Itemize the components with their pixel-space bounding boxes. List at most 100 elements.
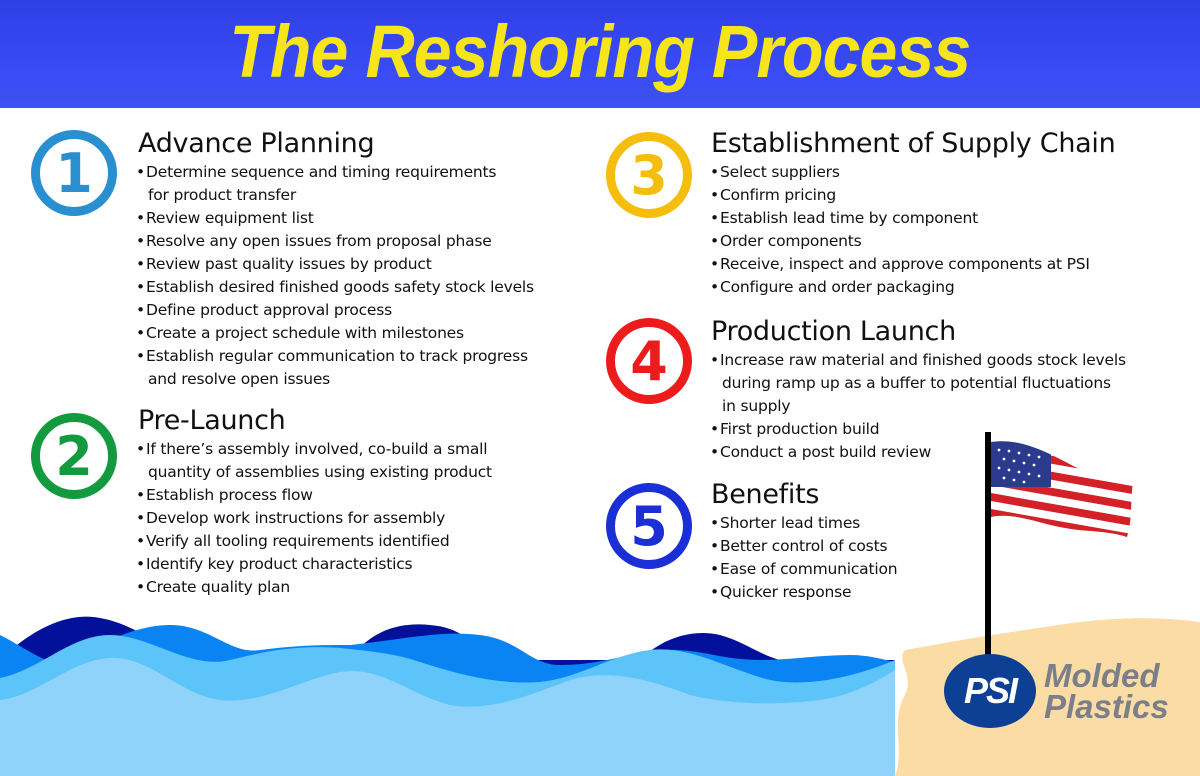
bullet-item: •Establish process flow [136, 484, 492, 507]
section-title: Establishment of Supply Chain [711, 128, 1116, 159]
bullet-text: Increase raw material and finished goods… [720, 351, 1126, 369]
bullet-item: •Establish lead time by component [710, 207, 1090, 230]
number-4-badge-icon: 4 [606, 318, 692, 404]
bullet-text: Order components [720, 232, 862, 250]
bullet-item: •Determine sequence and timing requireme… [136, 161, 534, 207]
bullet-text: Quicker response [720, 583, 852, 601]
bullet-text: Establish lead time by component [720, 209, 979, 227]
bullet-dot: • [136, 209, 145, 227]
bullet-text: Establish desired finished goods safety … [146, 278, 534, 296]
bullet-item: •If there’s assembly involved, co-build … [136, 438, 492, 484]
bullet-dot: • [710, 420, 719, 438]
psi-molded-plastics-logo: PSI Molded Plastics [944, 654, 1169, 728]
number-1-badge-icon: 1 [31, 130, 117, 216]
bullet-dot: • [136, 578, 145, 596]
bullet-list: •Increase raw material and finished good… [710, 349, 1126, 464]
header-banner: The Reshoring Process [0, 0, 1200, 108]
bullet-item: •Review equipment list [136, 207, 534, 230]
bullet-list: •Shorter lead times•Better control of co… [710, 512, 898, 604]
bullet-text: Conduct a post build review [720, 443, 932, 461]
bullet-item: •Identify key product characteristics [136, 553, 492, 576]
section-title: Production Launch [711, 316, 956, 347]
bullet-dot: • [710, 560, 719, 578]
bullet-dot: • [136, 486, 145, 504]
bullet-item: •Confirm pricing [710, 184, 1090, 207]
bullet-dot: • [136, 555, 145, 573]
bullet-dot: • [710, 186, 719, 204]
bullet-text: Establish regular communication to track… [146, 347, 528, 365]
psi-logo-badge: PSI [944, 654, 1036, 728]
bullet-item: •Define product approval process [136, 299, 534, 322]
bullet-dot: • [710, 255, 719, 273]
bullet-text: Select suppliers [720, 163, 840, 181]
bullet-text: Develop work instructions for assembly [146, 509, 446, 527]
bullet-dot: • [136, 232, 145, 250]
bullet-dot: • [136, 255, 145, 273]
bullet-text: Receive, inspect and approve components … [720, 255, 1090, 273]
bullet-dot: • [710, 278, 719, 296]
bullet-item: •Conduct a post build review [710, 441, 1126, 464]
bullet-item: •Resolve any open issues from proposal p… [136, 230, 534, 253]
bullet-dot: • [710, 163, 719, 181]
section-title: Advance Planning [138, 128, 375, 159]
bullet-item: •Quicker response [710, 581, 897, 604]
bullet-text: Configure and order packaging [720, 278, 955, 296]
bullet-dot: • [136, 301, 145, 319]
bullet-item: •Select suppliers [710, 161, 1090, 184]
number-5-badge-icon: 5 [606, 483, 692, 569]
bullet-text: Resolve any open issues from proposal ph… [146, 232, 492, 250]
logo-wordmark: Molded Plastics [1044, 657, 1169, 725]
bullet-dot: • [710, 583, 719, 601]
bullet-item: •Create a project schedule with mileston… [136, 322, 534, 345]
bullet-item: •Better control of costs [710, 535, 897, 558]
bullet-text: Create a project schedule with milestone… [146, 324, 464, 342]
bullet-dot: • [710, 351, 719, 369]
bullet-text: Verify all tooling requirements identifi… [146, 532, 450, 550]
bullet-text: Ease of communication [720, 560, 898, 578]
bullet-text-continued: for product transfer [148, 186, 296, 204]
bullet-dot: • [710, 209, 719, 227]
logo-line-2: Plastics [1044, 688, 1169, 725]
bullet-item: •Create quality plan [136, 576, 492, 599]
logo-line-1: Molded [1044, 657, 1160, 694]
bullet-item: •Develop work instructions for assembly [136, 507, 492, 530]
bullet-item: •Shorter lead times [710, 512, 897, 535]
bullet-text: Review past quality issues by product [146, 255, 432, 273]
bullet-item: •Establish regular communication to trac… [136, 345, 534, 391]
bullet-text: If there’s assembly involved, co-build a… [146, 440, 488, 458]
bullet-item: •Increase raw material and finished good… [710, 349, 1126, 418]
bullet-item: •Ease of communication [710, 558, 898, 581]
bullet-dot: • [136, 532, 145, 550]
bullet-text: First production build [720, 420, 880, 438]
bullet-text: Determine sequence and timing requiremen… [146, 163, 497, 181]
bullet-text: Confirm pricing [720, 186, 837, 204]
bullet-dot: • [136, 440, 145, 458]
page-title: The Reshoring Process [229, 9, 971, 93]
bullet-list: •If there’s assembly involved, co-build … [136, 438, 492, 599]
bullet-dot: • [136, 347, 145, 365]
section-title: Pre-Launch [138, 405, 286, 436]
bullet-item: •Establish desired finished goods safety… [136, 276, 534, 299]
bullet-item: •Configure and order packaging [710, 276, 1090, 299]
bullet-text: Shorter lead times [720, 514, 861, 532]
bullet-text: Identify key product characteristics [146, 555, 413, 573]
bullet-item: •Review past quality issues by product [136, 253, 534, 276]
bullet-dot: • [136, 324, 145, 342]
bullet-dot: • [136, 278, 145, 296]
bullet-dot: • [136, 509, 145, 527]
bullet-item: •Verify all tooling requirements identif… [136, 530, 492, 553]
section-title: Benefits [711, 479, 820, 510]
us-flag-icon [985, 432, 1135, 668]
bullet-text-continued: quantity of assemblies using existing pr… [148, 463, 492, 481]
bullet-text: Review equipment list [146, 209, 314, 227]
bullet-dot: • [710, 537, 719, 555]
bullet-text-continued: in supply [722, 397, 791, 415]
bullet-text-continued: during ramp up as a buffer to potential … [722, 374, 1111, 392]
bullet-text: Better control of costs [720, 537, 888, 555]
bullet-text: Create quality plan [146, 578, 291, 596]
bullet-item: •First production build [710, 418, 1126, 441]
bullet-text: Establish process flow [146, 486, 313, 504]
bullet-dot: • [136, 163, 145, 181]
number-2-badge-icon: 2 [31, 413, 117, 499]
bullet-dot: • [710, 514, 719, 532]
